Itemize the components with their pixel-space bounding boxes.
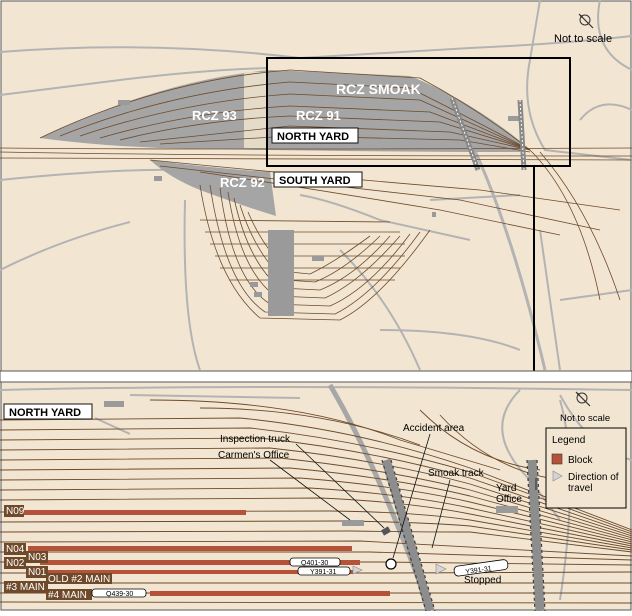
carmens-office-building bbox=[342, 520, 364, 526]
detail-bridges bbox=[381, 458, 546, 613]
text-line: travel bbox=[568, 483, 592, 494]
accident-marker-icon bbox=[385, 558, 397, 570]
block-main4 bbox=[150, 591, 390, 596]
detail-scale-note: Not to scale bbox=[560, 413, 610, 424]
train-box-q401 bbox=[289, 557, 341, 567]
north-yard-zone bbox=[40, 70, 525, 152]
block-n09 bbox=[24, 510, 246, 515]
south-yard-label-box bbox=[273, 171, 363, 188]
track-label-n04: N04 bbox=[6, 544, 25, 555]
north-yard-tracks bbox=[0, 69, 632, 161]
overview-scale-note: Not to scale bbox=[554, 33, 612, 45]
train-id-q439: Q439-30 bbox=[106, 591, 133, 598]
travel-direction-arrows bbox=[352, 563, 447, 575]
detail-map: N09 N04 N03 N02 N01 OLD #2 MAIN #3 MAIN … bbox=[0, 381, 632, 613]
yard-office-building bbox=[496, 506, 518, 513]
direction-arrow-icon bbox=[435, 563, 447, 575]
legend-title: Legend bbox=[552, 435, 585, 446]
train-box-y391-b bbox=[453, 559, 509, 577]
north-arrow-icon bbox=[578, 13, 594, 29]
overview-buildings bbox=[118, 100, 520, 297]
text-line: Office bbox=[496, 494, 522, 505]
zone-label-rcz91: RCZ 91 bbox=[296, 108, 341, 123]
train-id-y391-b: Y391-31 bbox=[465, 565, 492, 576]
train-box-q439 bbox=[91, 588, 147, 598]
train-id-q401: Q401-30 bbox=[301, 560, 328, 567]
callouts: Inspection truck Carmen's Office Acciden… bbox=[218, 423, 522, 586]
zone-label-rcz93: RCZ 93 bbox=[192, 108, 237, 123]
detail-title: NORTH YARD bbox=[9, 407, 81, 419]
north-yard-label: NORTH YARD bbox=[277, 131, 349, 143]
text-line: Direction of bbox=[568, 472, 619, 483]
train-labels: Q401-30 Y391-31 Y391-31 Q439-30 bbox=[91, 557, 509, 598]
track-blocks bbox=[24, 510, 390, 596]
track-label-n03: N03 bbox=[28, 552, 47, 563]
track-label-main3: #3 MAIN bbox=[6, 582, 45, 593]
track-label-main4: #4 MAIN bbox=[48, 590, 87, 601]
text-line: Yard bbox=[496, 483, 516, 494]
inset-outline bbox=[266, 57, 571, 167]
overview-map: RCZ 93 RCZ 91 RCZ SMOAK RCZ 92 NORTH YAR… bbox=[0, 0, 632, 382]
track-label-old-main2: OLD #2 MAIN bbox=[48, 574, 110, 585]
legend-box bbox=[545, 427, 627, 509]
south-yard-gray-block bbox=[268, 230, 294, 316]
track-label-n09: N09 bbox=[6, 506, 25, 517]
legend-direction-arrow-icon bbox=[552, 470, 563, 482]
block-n02 bbox=[40, 560, 360, 565]
callout-smoak-track: Smoak track bbox=[428, 468, 485, 479]
legend-block-swatch bbox=[551, 453, 563, 465]
direction-arrow-icon bbox=[352, 565, 363, 575]
north-yard-label-box bbox=[271, 127, 359, 144]
callout-inspection-truck: Inspection truck bbox=[220, 434, 291, 445]
zone-label-rcz-smoak: RCZ SMOAK bbox=[336, 81, 421, 97]
zone-label-rcz92: RCZ 92 bbox=[220, 175, 265, 190]
inspection-truck-icon bbox=[381, 526, 391, 536]
block-n04 bbox=[28, 546, 352, 551]
detail-north-arrow-icon bbox=[575, 391, 591, 407]
south-yard-label: SOUTH YARD bbox=[279, 175, 351, 187]
track-label-n01: N01 bbox=[28, 567, 47, 578]
callout-leaders bbox=[269, 433, 537, 559]
train-id-y391-a: Y391-31 bbox=[310, 569, 337, 576]
legend-block-label: Block bbox=[568, 455, 593, 466]
block-n01 bbox=[44, 570, 354, 574]
callout-stopped: Stopped bbox=[464, 575, 501, 586]
train-box-y391-a bbox=[297, 566, 351, 576]
south-yard-zone bbox=[150, 160, 276, 216]
map-separator bbox=[0, 370, 632, 383]
north-yard-light-band bbox=[244, 72, 268, 148]
callout-carmens-office: Carmen's Office bbox=[218, 450, 290, 461]
overview-bridges bbox=[449, 97, 527, 171]
detail-title-box bbox=[3, 403, 93, 420]
detail-buildings bbox=[104, 401, 518, 536]
callout-accident-area: Accident area bbox=[403, 423, 465, 434]
track-labels: N09 N04 N03 N02 N01 OLD #2 MAIN #3 MAIN … bbox=[4, 505, 112, 601]
track-label-n02: N02 bbox=[6, 558, 25, 569]
